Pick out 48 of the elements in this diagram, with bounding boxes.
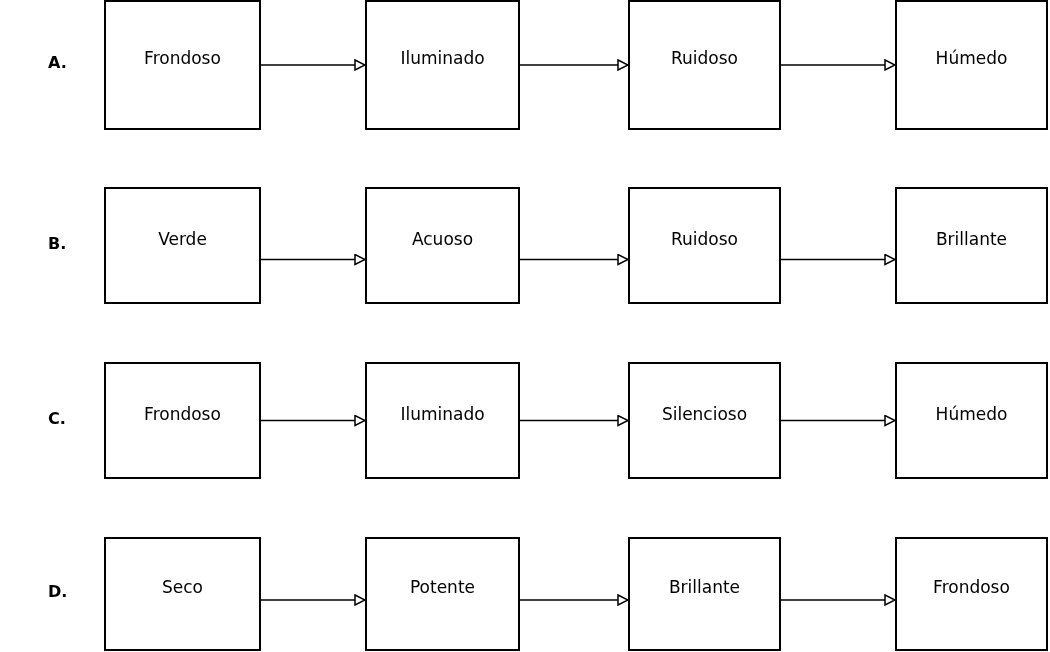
box-label: Brillante [935, 228, 1008, 249]
box-label: Seco [162, 577, 203, 597]
arrow [780, 414, 896, 427]
row-label: A. [48, 53, 67, 72]
arrow [780, 59, 896, 71]
process-box [895, 187, 1048, 304]
process-box [628, 537, 781, 651]
box-label: Potente [409, 577, 476, 597]
box-label: Frondoso [144, 403, 221, 424]
row-label: C. [48, 408, 66, 428]
process-box [895, 362, 1048, 479]
process-box [104, 187, 261, 304]
arrow [260, 594, 366, 606]
row-label: B. [48, 233, 67, 253]
arrow [260, 414, 366, 427]
process-box [628, 0, 781, 130]
process-box [365, 0, 520, 130]
box-label: Iluminado [400, 48, 485, 68]
box-label: Ruidoso [671, 48, 738, 68]
process-box [365, 537, 520, 651]
box-label: Verde [158, 228, 207, 249]
arrow [780, 594, 896, 606]
process-box [365, 187, 520, 304]
arrow [519, 59, 629, 71]
arrow [260, 253, 366, 266]
process-box [895, 0, 1048, 130]
process-box [104, 537, 261, 651]
row-label: D. [48, 582, 68, 601]
box-label: Silencioso [661, 403, 748, 424]
process-box [104, 0, 261, 130]
box-label: Húmedo [935, 403, 1008, 424]
box-label: Húmedo [935, 48, 1008, 68]
arrow [780, 253, 896, 266]
process-box [365, 362, 520, 479]
process-box [895, 537, 1048, 651]
arrow [519, 414, 629, 427]
box-label: Frondoso [933, 577, 1010, 597]
process-box [104, 362, 261, 479]
process-box [628, 362, 781, 479]
box-label: Brillante [668, 577, 741, 597]
box-label: Iluminado [400, 403, 485, 424]
box-label: Ruidoso [671, 228, 738, 249]
process-box [628, 187, 781, 304]
arrow [519, 253, 629, 266]
box-label: Frondoso [144, 48, 221, 68]
arrow [260, 59, 366, 71]
arrow [519, 594, 629, 606]
box-label: Acuoso [411, 228, 474, 249]
